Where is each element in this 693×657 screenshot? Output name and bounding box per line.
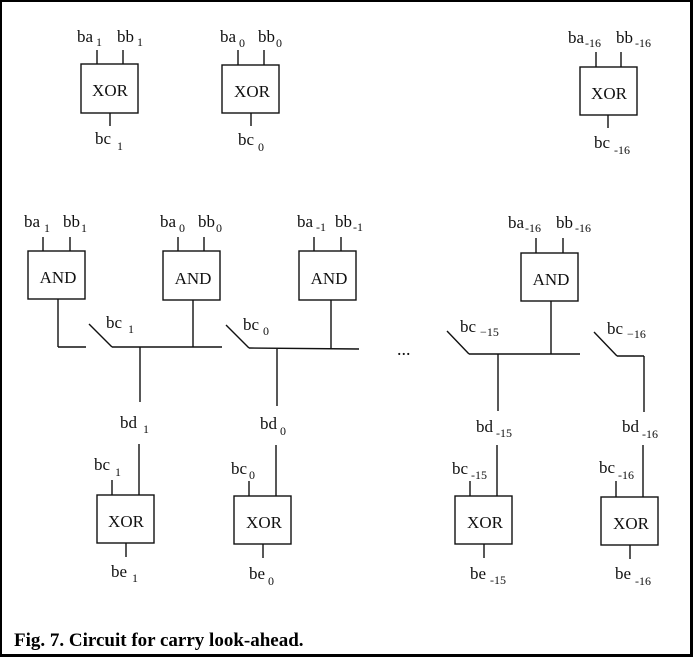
switch-bc-minus16: bc−16 bbox=[593, 319, 646, 412]
signal-label: bc-16 bbox=[594, 133, 630, 157]
gate-label: XOR bbox=[613, 514, 650, 533]
signal-label: be-16 bbox=[615, 564, 651, 588]
xor-gate-box bbox=[80, 63, 139, 114]
and-gate-box bbox=[162, 250, 221, 301]
ellipsis: ... bbox=[397, 339, 411, 359]
and-gate-box bbox=[27, 250, 86, 300]
and-gate-box bbox=[520, 252, 579, 302]
signal-label: ba-16 bbox=[568, 28, 601, 50]
xor-gate-box bbox=[96, 494, 155, 544]
gate-label: XOR bbox=[246, 513, 283, 532]
signal-label: bc-16 bbox=[599, 458, 634, 482]
and-gate-minus16: AND ba-16 bb-16 bbox=[508, 213, 591, 354]
signal-label: bc-15 bbox=[452, 459, 487, 482]
xor-gate-box bbox=[579, 66, 638, 116]
signal-label: ba-1 bbox=[297, 212, 326, 234]
xor-gate-box bbox=[600, 496, 659, 546]
signal-label: ba-16 bbox=[508, 213, 541, 235]
signal-label: bb-16 bbox=[556, 213, 591, 235]
bottom-xor-gate-minus16: XOR bc-16 be-16 bbox=[599, 445, 659, 588]
signal-label: bb-1 bbox=[335, 212, 363, 234]
bottom-xor-gate-minus15: XOR bc-15 be-15 bbox=[452, 445, 513, 587]
switch-label: bc−16 bbox=[607, 319, 646, 341]
gate-label: XOR bbox=[467, 513, 504, 532]
switch-blade bbox=[225, 324, 250, 349]
gate-label: AND bbox=[40, 268, 77, 287]
gate-label: XOR bbox=[92, 81, 129, 100]
signal-label: bb-16 bbox=[616, 28, 651, 50]
signal-label: bb0 bbox=[198, 212, 222, 235]
and-gate-box bbox=[298, 250, 357, 301]
and-gate-minus1: AND ba-1 bb-1 bbox=[297, 212, 363, 349]
top-xor-gate-minus16: XOR ba-16 bb-16 bc-16 bbox=[568, 28, 651, 157]
figure-caption: Fig. 7. Circuit for carry look-ahead. bbox=[14, 630, 304, 651]
bus-line bbox=[248, 347, 360, 350]
switch-blade bbox=[446, 330, 470, 355]
switch-bc-minus15: bc−15 bbox=[446, 317, 580, 411]
gate-label: XOR bbox=[234, 82, 271, 101]
gate-label: AND bbox=[175, 269, 212, 288]
signal-label: bb1 bbox=[63, 212, 87, 235]
signal-label: bb0 bbox=[258, 27, 282, 50]
bd-label: bd-15 bbox=[476, 417, 512, 440]
signal-label: be-15 bbox=[470, 564, 506, 587]
gate-label: XOR bbox=[591, 84, 628, 103]
bd-label: bd-16 bbox=[622, 417, 658, 441]
switch-blade bbox=[88, 323, 113, 348]
gate-label: AND bbox=[533, 270, 570, 289]
gate-label: XOR bbox=[108, 512, 145, 531]
gate-label: AND bbox=[311, 269, 348, 288]
switch-label: bc−15 bbox=[460, 317, 499, 339]
switch-blade bbox=[593, 331, 618, 357]
